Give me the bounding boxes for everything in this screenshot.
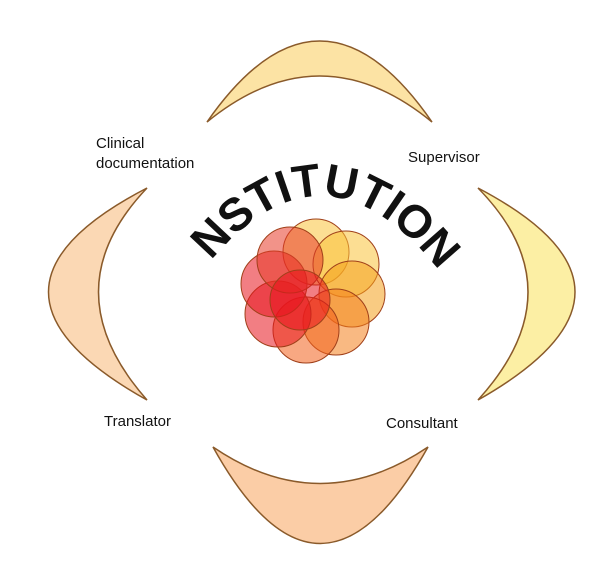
top-crescent <box>207 41 432 122</box>
flower-circle-center <box>270 270 330 330</box>
translator-label: Translator <box>104 412 171 432</box>
institution-title: INSTITUTION <box>0 0 471 277</box>
consultant-label: Consultant <box>386 414 458 434</box>
bottom-crescent <box>213 447 428 544</box>
supervisor-label: Supervisor <box>408 148 480 168</box>
center-flower <box>241 219 385 363</box>
left-crescent <box>49 188 148 400</box>
institution-title-path: INSTITUTION <box>0 0 471 277</box>
clinical-label-line1: Clinical <box>96 134 194 154</box>
clinical-label-line2: documentation <box>96 154 194 174</box>
right-crescent <box>478 188 575 400</box>
clinical-documentation-label: Clinical documentation <box>96 134 194 174</box>
